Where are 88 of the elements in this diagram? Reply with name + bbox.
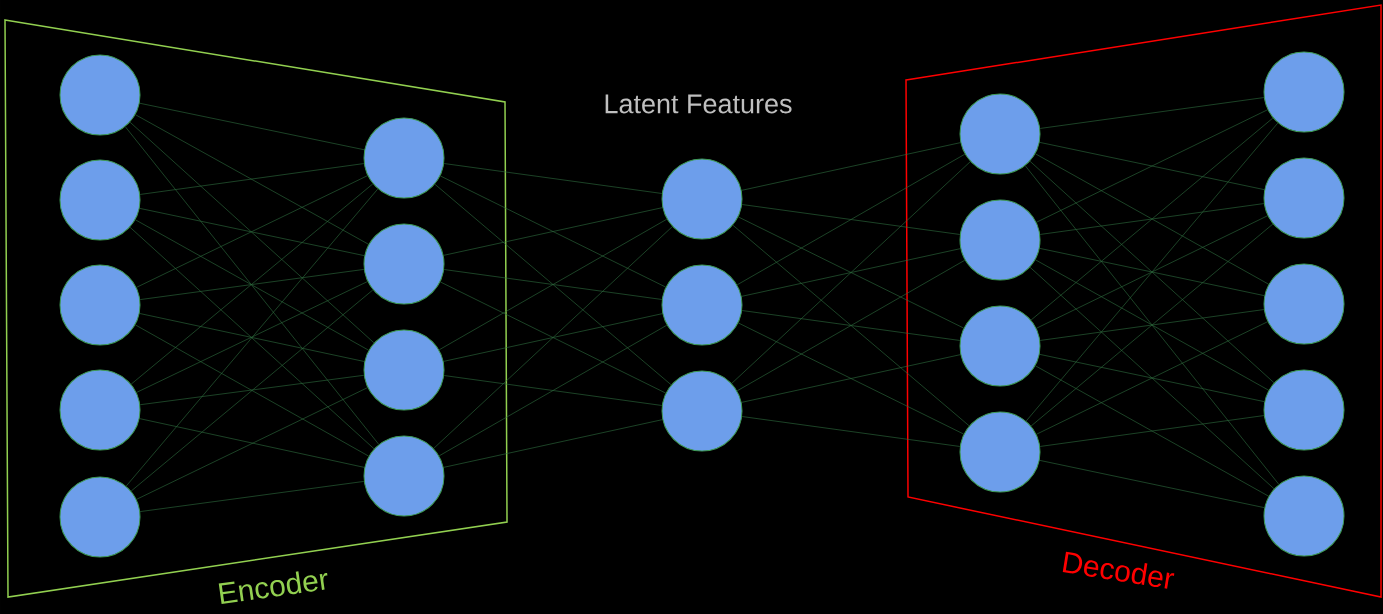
connection-line [1039, 354, 1265, 402]
connection-line [443, 269, 663, 300]
layer-frame: Decoder [905, 4, 1382, 598]
connection-line [1036, 321, 1268, 435]
connection-line [1036, 109, 1268, 223]
neuron-circle [661, 264, 743, 346]
connection-line [1035, 365, 1269, 497]
connection-line [443, 163, 663, 194]
neuron-circle [1263, 369, 1345, 451]
connection-line [1039, 142, 1265, 190]
connection-line [1024, 165, 1280, 485]
neuron-circle [59, 54, 141, 136]
connection-line [139, 375, 365, 406]
neuron-circle [959, 411, 1041, 493]
connection-line [732, 224, 970, 427]
connection-line [136, 175, 368, 288]
connection-line [736, 153, 966, 286]
connection-line [741, 354, 961, 403]
connection-line [731, 161, 971, 384]
connection-line [1039, 460, 1265, 508]
connection-line [1029, 160, 1275, 384]
connection-line [130, 183, 374, 385]
connection-line [1029, 266, 1275, 490]
connection-line [139, 313, 365, 362]
connection-line [440, 175, 666, 288]
neuron-circle [1263, 475, 1345, 557]
connection-line [139, 481, 365, 512]
connection-line [434, 183, 672, 386]
connection-line [443, 375, 663, 406]
connection-line [125, 188, 379, 487]
connection-line [136, 387, 368, 500]
connection-line [1030, 117, 1274, 321]
connection-line [139, 269, 365, 300]
connection-line [129, 226, 375, 450]
connection-line [741, 142, 961, 191]
connection-line [135, 324, 369, 457]
connection-line [443, 313, 663, 362]
connection-line [124, 126, 380, 445]
neuron-circle [959, 93, 1041, 175]
connection-line [443, 419, 663, 468]
connection-line [1035, 153, 1269, 285]
neuron-circle [959, 305, 1041, 387]
connection-line [135, 114, 369, 245]
connection-line [1039, 415, 1265, 447]
connection-line [1030, 223, 1274, 427]
neuron-circle [59, 476, 141, 558]
neuron-circle [363, 223, 445, 305]
connection-line [736, 259, 966, 392]
connection-line [741, 204, 961, 235]
connection-line [443, 207, 663, 256]
neuron-circle [363, 117, 445, 199]
connection-line [1039, 248, 1265, 296]
connection-line [741, 310, 961, 341]
neuron-circle [59, 159, 141, 241]
connection-line [433, 226, 673, 449]
neuron-circle [363, 435, 445, 517]
connection-line [139, 418, 365, 468]
connection-line [438, 324, 668, 457]
connection-line [130, 289, 374, 492]
connection-line [1039, 309, 1265, 341]
neuron-circle [363, 329, 445, 411]
connection-line [1036, 215, 1268, 329]
neuron-circle [1263, 157, 1345, 239]
connection-line [129, 121, 375, 344]
connection-line [139, 163, 365, 195]
neuron-circle [1263, 51, 1345, 133]
connection-line [741, 248, 961, 297]
connection-line [440, 281, 666, 394]
connection-line [738, 216, 964, 329]
connection-line [738, 322, 964, 435]
neuron-circle [661, 370, 743, 452]
neuron-circle [1263, 263, 1345, 345]
connection-line [136, 281, 368, 393]
connection-line [1039, 97, 1265, 129]
connection-line [1035, 259, 1269, 391]
connection-line [139, 102, 365, 151]
neuron-circle [959, 199, 1041, 281]
connection-line [438, 218, 668, 351]
connection-line [1039, 203, 1265, 235]
connection-line [741, 416, 961, 447]
connection-line [139, 208, 365, 256]
neuron-circle [661, 158, 743, 240]
connection-line [1025, 122, 1279, 422]
layer-frame: Encoder [4, 19, 508, 605]
connection-line [135, 219, 369, 351]
neuron-circle [59, 264, 141, 346]
layer-label: Latent Features [605, 94, 792, 114]
neuron-circle [59, 369, 141, 451]
